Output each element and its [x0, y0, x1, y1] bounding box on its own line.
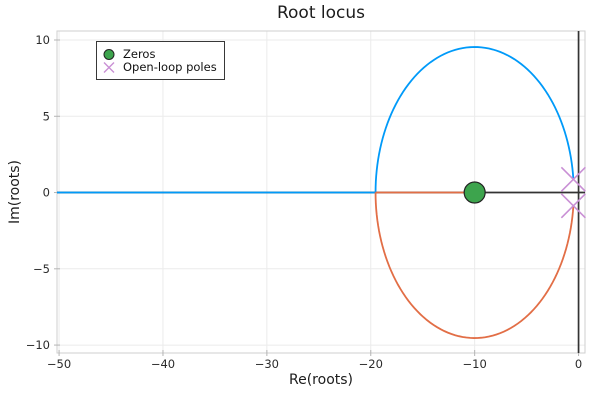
legend-item-poles: Open-loop poles [97, 59, 224, 74]
x-axis-title: Re(roots) [289, 372, 353, 388]
locus-upper-branch [57, 46, 575, 194]
y-axis-title: Im(roots) [7, 159, 23, 225]
zero-marker-dot [103, 48, 115, 60]
pole-marker [560, 166, 586, 192]
legend-label-poles: Open-loop poles [123, 59, 217, 74]
zero-marker [463, 181, 486, 204]
y-tick-label: 10 [35, 33, 50, 47]
chart-title: Root locus [276, 3, 366, 23]
pole-marker [560, 193, 586, 219]
pole-marker-x [103, 61, 115, 73]
locus-lower-branch [374, 191, 575, 339]
tick-marks [54, 39, 580, 356]
x-tick-label: −30 [255, 357, 279, 371]
y-tick-label: −10 [26, 338, 50, 352]
x-tick-label: −40 [151, 357, 175, 371]
lower-branch-arc [374, 192, 575, 339]
x-tick-label: −50 [47, 357, 71, 371]
y-tick-label: 5 [43, 109, 50, 123]
y-tick-label: −5 [33, 262, 50, 276]
y-tick-label: 0 [43, 186, 50, 200]
upper-branch-arc [374, 46, 575, 193]
legend-item-zeros: Zeros [97, 46, 224, 61]
x-tick-label: −20 [359, 357, 383, 371]
x-tick-label: 0 [575, 357, 582, 371]
legend: Zeros Open-loop poles [96, 41, 225, 80]
x-tick-label: −10 [463, 357, 487, 371]
pole-marker-icon [103, 61, 115, 73]
zero-marker-icon [103, 48, 115, 60]
legend-label-zeros: Zeros [123, 46, 156, 61]
